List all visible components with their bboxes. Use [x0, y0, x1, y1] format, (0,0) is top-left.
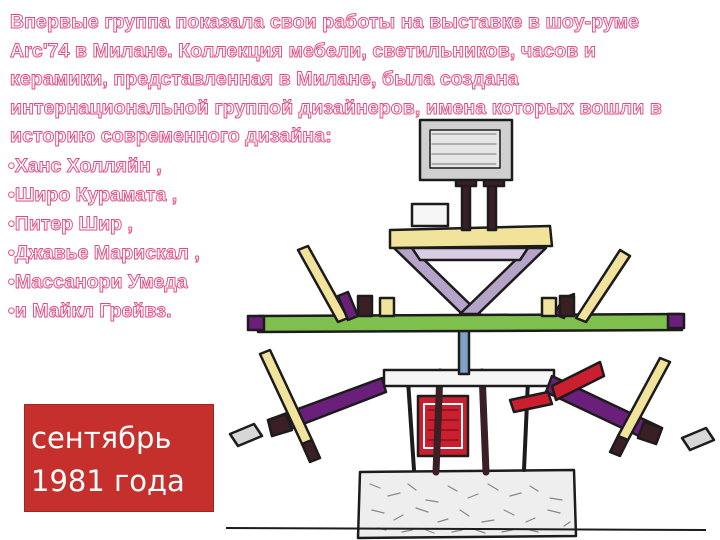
heading-line: Впервые группа показала свои работы на в…: [10, 11, 640, 34]
designer-item: •Ханс Холляйн ,: [8, 155, 163, 178]
heading-line: Arc'74 в Милане. Коллекция мебели, свети…: [10, 39, 597, 62]
ground-line: [225, 527, 707, 531]
designer-item: •и Майкл Грейвз.: [8, 300, 172, 323]
heading-line: керамики, представленная в Милане, была …: [10, 68, 519, 91]
heading-line: историю современного дизайна:: [10, 125, 333, 148]
date-label: сентябрь 1981 года: [31, 421, 185, 498]
designer-list: •Ханс Холляйн , •Широ Курамата , •Питер …: [8, 152, 338, 326]
designer-item: •Джавье Марискал ,: [8, 242, 201, 265]
date-box: сентябрь 1981 года: [24, 404, 214, 512]
furniture-sketch: [225, 118, 716, 540]
central-pole: [457, 324, 471, 376]
lilac-frame: [458, 246, 548, 316]
heading-line: интернациональной группой дизайнеров, им…: [10, 96, 663, 119]
designer-item: •Широ Курамата ,: [8, 184, 178, 207]
speckled-base: [356, 468, 578, 540]
designer-item: •Массанори Умеда: [8, 271, 188, 294]
red-panel: [416, 394, 470, 458]
designer-item: •Питер Шир ,: [8, 213, 134, 236]
right-post: [522, 378, 530, 472]
slide-heading: Впервые группа показала свои работы на в…: [10, 8, 710, 151]
left-post: [406, 378, 416, 472]
green-shelf: [256, 312, 684, 334]
